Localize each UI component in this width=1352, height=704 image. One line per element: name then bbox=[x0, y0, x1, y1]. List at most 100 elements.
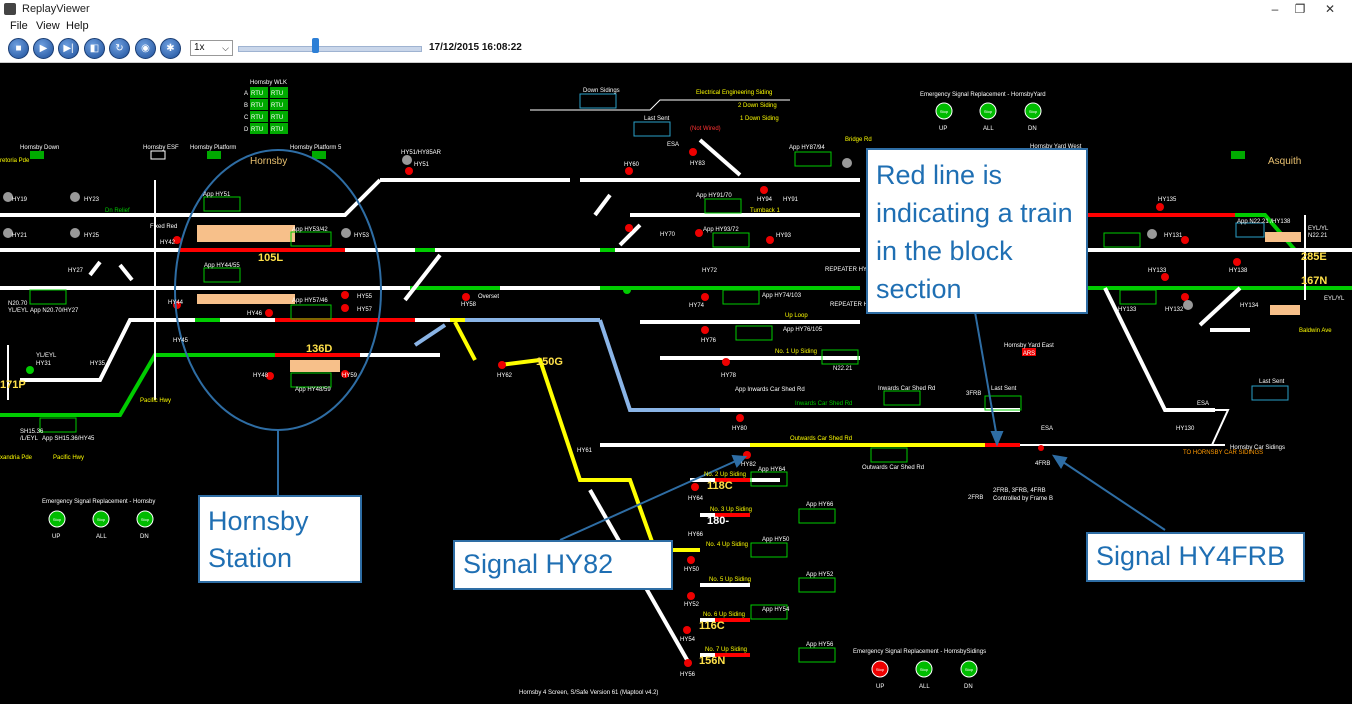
rtu-cell bbox=[270, 87, 288, 98]
label: UP bbox=[876, 684, 884, 690]
stop-button-all[interactable] bbox=[915, 660, 933, 678]
signal-label: HY135 bbox=[1158, 197, 1177, 203]
track-segment bbox=[180, 178, 382, 217]
label: App HY50 bbox=[762, 537, 790, 543]
signal-hy56[interactable] bbox=[684, 659, 692, 667]
label: App N20.70/HY27 bbox=[30, 308, 79, 314]
stop-button-dn[interactable] bbox=[1024, 102, 1042, 120]
train-136d[interactable]: 136D bbox=[306, 343, 332, 355]
train-118c[interactable]: 118C bbox=[707, 480, 733, 492]
minimize-button[interactable]: – bbox=[1271, 2, 1279, 16]
train-156n[interactable]: 156N bbox=[699, 655, 725, 667]
restore-button[interactable]: ❐ bbox=[1294, 2, 1306, 16]
signal-hy94[interactable] bbox=[760, 186, 768, 194]
train-105l[interactable]: 105L bbox=[258, 252, 283, 264]
rtu-label: RTU bbox=[271, 91, 283, 97]
label: Electrical Engineering Siding bbox=[696, 90, 772, 96]
label: HY51/HY85AR bbox=[401, 150, 442, 156]
train-180[interactable]: 180- bbox=[707, 515, 729, 527]
signal-hy50[interactable] bbox=[687, 556, 695, 564]
label: ESA bbox=[667, 142, 679, 148]
train-116c[interactable]: 116C bbox=[699, 620, 725, 632]
camera-icon[interactable]: ◉ bbox=[135, 38, 156, 59]
track-segment bbox=[1103, 287, 1215, 412]
rtu-cell bbox=[250, 111, 268, 122]
signal-hy42[interactable] bbox=[173, 236, 181, 244]
refresh-icon[interactable]: ↻ bbox=[109, 38, 130, 59]
signal-hy46[interactable] bbox=[265, 309, 273, 317]
signal-label: HY55 bbox=[357, 294, 373, 300]
signal-hy74[interactable] bbox=[701, 293, 709, 301]
train-167n[interactable]: 167N bbox=[1301, 275, 1327, 287]
signal-hy132[interactable] bbox=[1181, 293, 1189, 301]
close-button[interactable]: ✕ bbox=[1324, 2, 1336, 16]
train-285e[interactable]: 285E bbox=[1301, 251, 1327, 263]
signal-hy4frb[interactable] bbox=[1038, 445, 1044, 451]
track-segment bbox=[618, 223, 642, 247]
menu-file[interactable]: File bbox=[10, 20, 28, 32]
rtu-cell bbox=[250, 87, 268, 98]
play-icon[interactable]: ▶ bbox=[33, 38, 54, 59]
signal-hy72[interactable] bbox=[695, 229, 703, 237]
info-box bbox=[750, 471, 788, 487]
info-box bbox=[883, 390, 921, 406]
signal-hy131[interactable] bbox=[1181, 236, 1189, 244]
signal-label: HY48 bbox=[253, 373, 269, 379]
signal-label: HY138 bbox=[1229, 268, 1248, 274]
train-171p[interactable]: 171P bbox=[0, 379, 26, 391]
stop-button-all[interactable] bbox=[92, 510, 110, 528]
signal-hy58[interactable] bbox=[462, 293, 470, 301]
signal-hy54[interactable] bbox=[683, 626, 691, 634]
signal-hy52[interactable] bbox=[687, 592, 695, 600]
menu-help[interactable]: Help bbox=[66, 20, 89, 32]
signal-hy135[interactable] bbox=[1156, 203, 1164, 211]
label: DN bbox=[140, 534, 149, 540]
signal-hy83[interactable] bbox=[689, 148, 697, 156]
signal-hy64[interactable] bbox=[691, 483, 699, 491]
signal-hy78[interactable] bbox=[722, 358, 730, 366]
signal-hy57[interactable] bbox=[341, 304, 349, 312]
label: 2 Down Siding bbox=[738, 103, 777, 109]
stop-button-dn[interactable] bbox=[960, 660, 978, 678]
menu-view[interactable]: View bbox=[36, 20, 60, 32]
label: Hornsby ESF bbox=[143, 145, 179, 151]
signal-hy76[interactable] bbox=[701, 326, 709, 334]
signal-hy51[interactable] bbox=[405, 167, 413, 175]
stop-text: Stop bbox=[53, 517, 62, 522]
stop-button-up[interactable] bbox=[935, 102, 953, 120]
stop-button-dn[interactable] bbox=[136, 510, 154, 528]
signal-label: N22.21 bbox=[833, 366, 853, 372]
signal-hy31[interactable] bbox=[26, 366, 34, 374]
auto-marker bbox=[842, 158, 852, 168]
stop-button-up[interactable] bbox=[48, 510, 66, 528]
stop-button-up[interactable] bbox=[871, 660, 889, 678]
rtu-label: RTU bbox=[271, 103, 283, 109]
slider-thumb[interactable] bbox=[312, 38, 320, 53]
signal-hy55[interactable] bbox=[341, 291, 349, 299]
speed-select[interactable]: 1x⌵ bbox=[190, 40, 233, 56]
label: App HY93/72 bbox=[703, 227, 739, 233]
label: App HY51 bbox=[203, 192, 231, 198]
signal-hy80[interactable] bbox=[736, 414, 744, 422]
playback-slider[interactable] bbox=[238, 46, 422, 52]
signal-hy70[interactable] bbox=[625, 224, 633, 232]
signal-hy93[interactable] bbox=[766, 236, 774, 244]
auto-marker bbox=[3, 228, 13, 238]
signal-hy133[interactable] bbox=[1161, 273, 1169, 281]
signal-hy60[interactable] bbox=[625, 167, 633, 175]
stop-button-all[interactable] bbox=[979, 102, 997, 120]
stop-icon[interactable]: ■ bbox=[8, 38, 29, 59]
signal-clear[interactable] bbox=[623, 286, 631, 294]
callout-arrow bbox=[559, 459, 739, 541]
train-150g[interactable]: 150G bbox=[536, 356, 563, 368]
auto-marker bbox=[1183, 300, 1193, 310]
chevron-down-icon: ⌵ bbox=[222, 43, 229, 53]
gear-icon[interactable]: ✱ bbox=[160, 38, 181, 59]
signal-hy62[interactable] bbox=[498, 361, 506, 369]
step-icon[interactable]: ▶| bbox=[58, 38, 79, 59]
signal-hy59[interactable] bbox=[341, 370, 349, 378]
signal-hy48[interactable] bbox=[266, 372, 274, 380]
bookmark-icon[interactable]: ◧ bbox=[84, 38, 105, 59]
signal-hy138[interactable] bbox=[1233, 258, 1241, 266]
